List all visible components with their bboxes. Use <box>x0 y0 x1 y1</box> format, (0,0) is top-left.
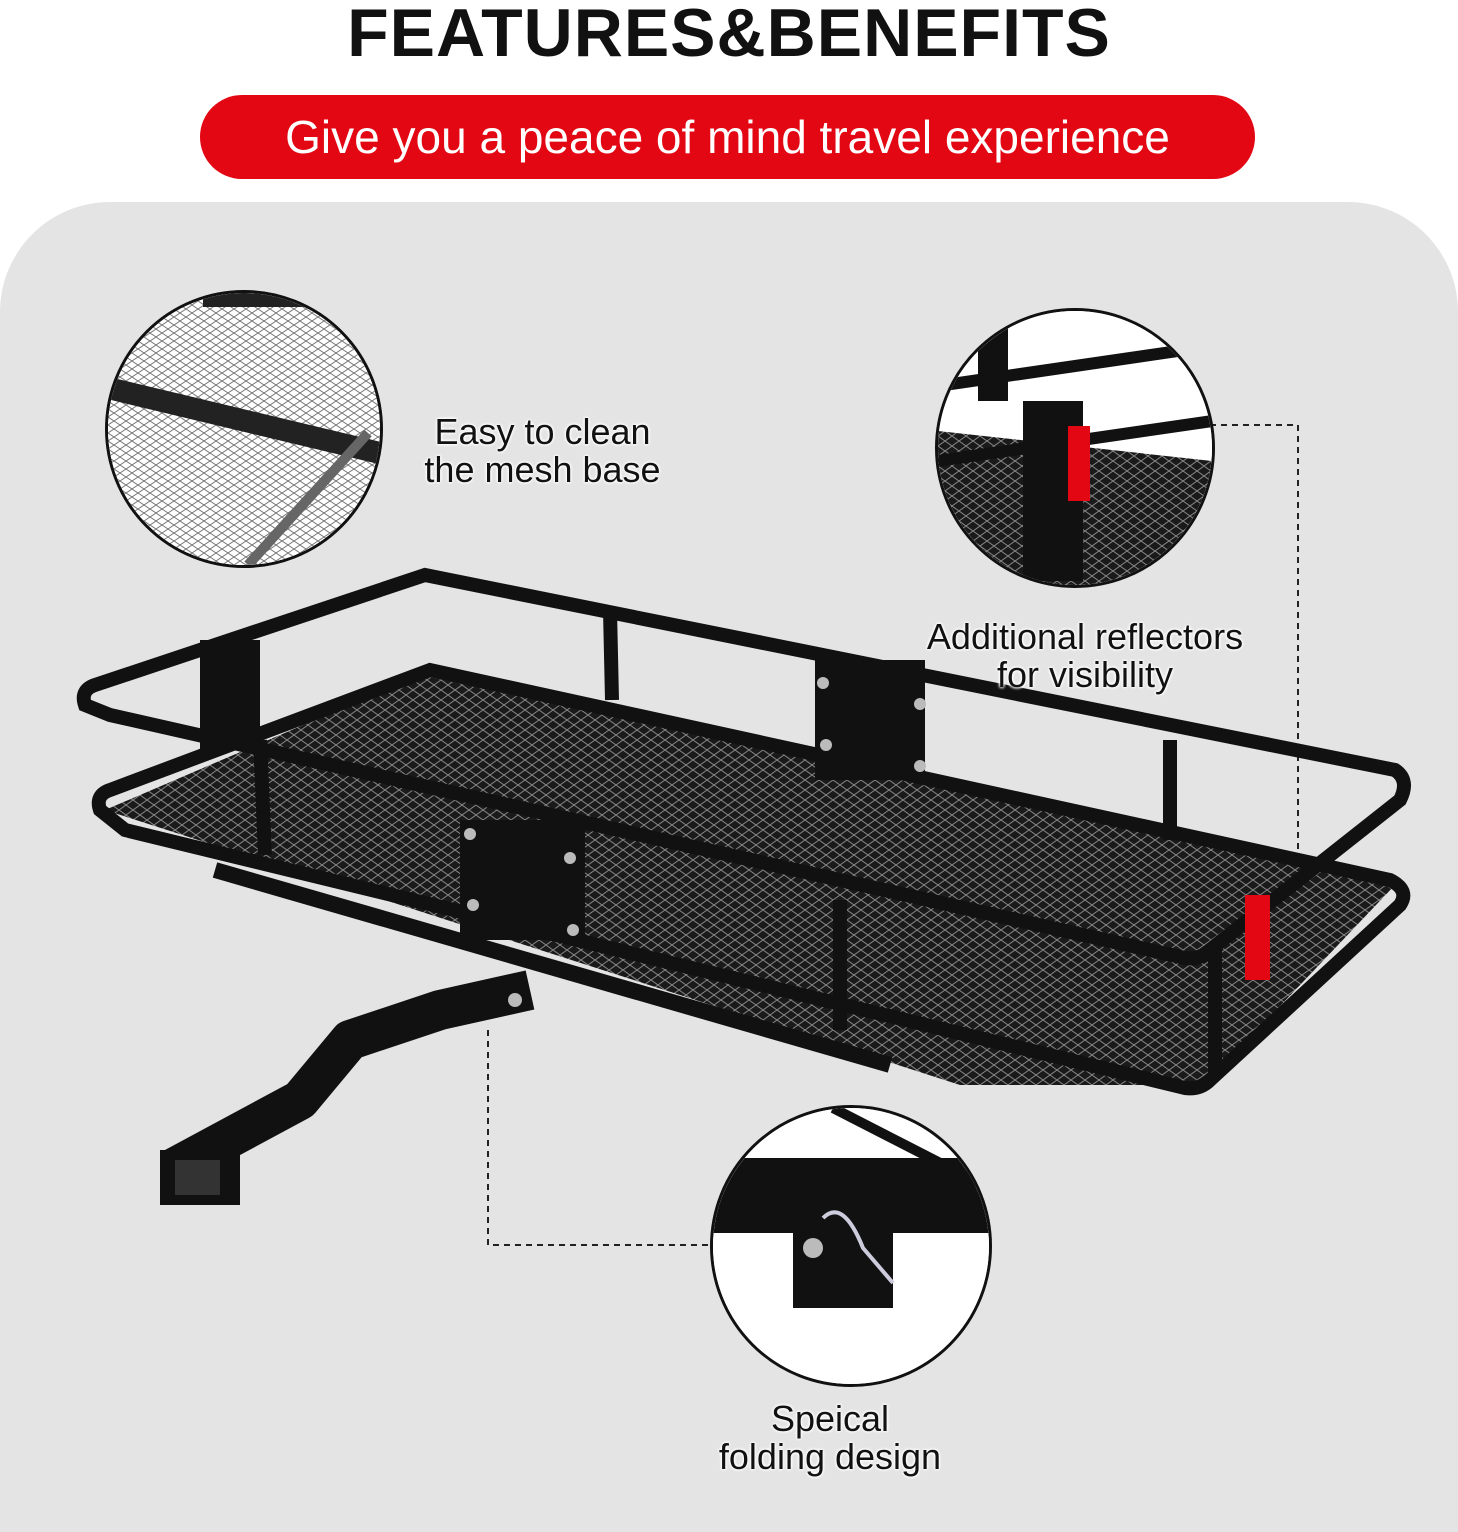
feature-line: Speical <box>770 1398 890 1439</box>
mesh-base <box>105 675 1395 1085</box>
reflector-leader-line <box>1210 424 1299 940</box>
cargo-carrier-illustration <box>76 424 1411 1246</box>
subtitle-banner: Give you a peace of mind travel experien… <box>200 95 1255 179</box>
center-bracket <box>815 660 925 780</box>
front-bracket <box>460 820 585 940</box>
lower-frame <box>91 662 1411 1096</box>
folding-detail-circle <box>710 1105 992 1387</box>
feature-line: folding design <box>718 1436 942 1477</box>
upper-rail <box>76 567 1411 966</box>
mesh-detail-circle <box>105 290 383 568</box>
folding-leader-line <box>487 1030 712 1246</box>
feature-line: the mesh base <box>424 449 661 490</box>
feature-label-folding: Speical folding design <box>690 1400 970 1476</box>
feature-line: for visibility <box>996 654 1174 695</box>
page-title: FEATURES&BENEFITS <box>347 0 1111 71</box>
hitch-arm <box>160 970 535 1188</box>
feature-label-mesh: Easy to clean the mesh base <box>400 413 685 489</box>
feature-line: Easy to clean <box>434 411 651 452</box>
reflector <box>1245 895 1270 980</box>
feature-line: Additional reflectors <box>926 616 1244 657</box>
feature-label-reflectors: Additional reflectors for visibility <box>900 618 1270 694</box>
reflector-detail-circle <box>935 308 1215 588</box>
